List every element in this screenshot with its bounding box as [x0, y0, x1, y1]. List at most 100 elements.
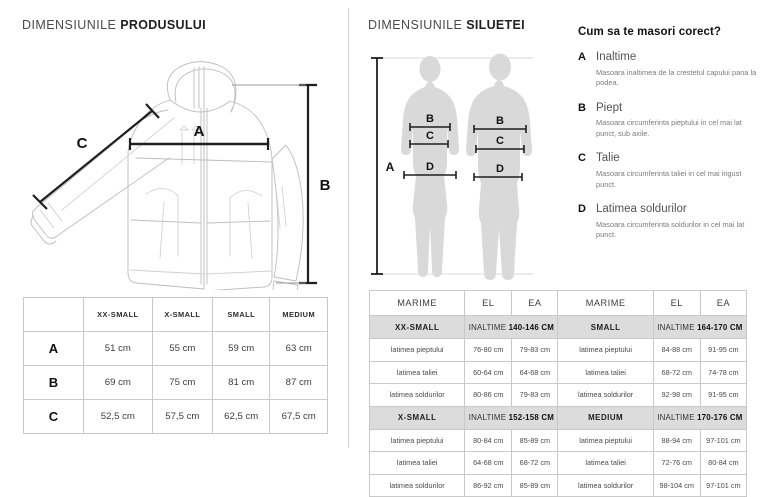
height-value-x-small: 152-158 CM — [508, 413, 554, 422]
hips-ea-small: 91-95 cm — [699, 383, 748, 407]
measure-label-waist-medium: latimea taliei — [557, 451, 654, 475]
column-header-medium: MEDIUM — [269, 297, 328, 332]
measure-label-hips-x-small: latimea soldurilor — [368, 473, 466, 497]
cell-c-xx-small: 52,5 cm — [83, 399, 153, 434]
cell-a-small: 59 cm — [212, 331, 271, 366]
waist-ea-x-small: 68-72 cm — [511, 451, 559, 475]
size-col-header-el-left: EL — [464, 290, 513, 316]
female-label-waist: C — [426, 130, 434, 142]
table-corner-cell — [23, 297, 84, 332]
cell-c-small: 62,5 cm — [212, 399, 271, 434]
size-col-header-el-right: EL — [652, 290, 701, 316]
cell-c-medium: 67,5 cm — [269, 399, 328, 434]
row-label-b: B — [23, 365, 84, 400]
hips-el-small: 92-98 cm — [652, 383, 701, 407]
chest-el-x-small: 80-84 cm — [464, 428, 513, 452]
size-chart-page: DIMENSIUNILE PRODUSULUI — [22, 8, 758, 497]
silhouette-panel-title: DIMENSIUNILE SILUETEI — [368, 18, 525, 32]
how-to-name-c: Talie — [596, 152, 620, 165]
size-col-header-marime-right: MARIME — [557, 290, 654, 316]
size-table-row: latimea taliei 60-64 cm 64-68 cm latimea… — [368, 360, 748, 384]
waist-ea-xx-small: 64-68 cm — [511, 360, 559, 384]
male-label-chest: B — [496, 115, 504, 127]
how-to-letter-a: A — [578, 51, 586, 63]
size-table-row: latimea soldurilor 86-92 cm 85-89 cm lat… — [368, 473, 748, 497]
table-row: B 69 cm 75 cm 81 cm 87 cm — [23, 365, 328, 400]
hips-ea-xx-small: 79-83 cm — [511, 383, 559, 407]
height-value-xx-small: 140-146 CM — [508, 322, 554, 332]
row-label-a: A — [23, 331, 84, 366]
cell-b-x-small: 75 cm — [151, 365, 214, 400]
height-label-pre-x-small: INALTIME — [468, 413, 509, 422]
size-band-medium: MEDIUM — [557, 405, 654, 430]
table-row: C 52,5 cm 57,5 cm 62,5 cm 67,5 cm — [23, 399, 328, 434]
silhouette-panel-title-strong: SILUETEI — [466, 18, 525, 32]
cell-b-xx-small: 69 cm — [83, 365, 153, 400]
waist-ea-small: 74-78 cm — [699, 360, 748, 384]
how-to-name-a: Inaltime — [596, 51, 637, 63]
size-table-row: latimea taliei 64-68 cm 68-72 cm latimea… — [368, 451, 748, 475]
waist-ea-medium: 80-84 cm — [699, 451, 748, 475]
jacket-illustration: A B C — [30, 61, 331, 290]
female-silhouette — [401, 56, 459, 277]
hips-ea-x-small: 85-89 cm — [511, 473, 559, 497]
height-value-medium: 170-176 CM — [697, 413, 743, 422]
height-label-pre-medium: INALTIME — [657, 413, 698, 422]
how-to-name-d: Latimea soldurilor — [596, 203, 687, 216]
size-band-height-small: INALTIME 164-170 CM — [652, 315, 748, 339]
hips-el-xx-small: 80-86 cm — [464, 383, 513, 407]
how-to-measure-block: Cum sa te masori corect? A Inaltime Maso… — [578, 26, 758, 254]
chest-el-xx-small: 76-80 cm — [464, 338, 513, 362]
measure-label-chest-x-small: latimea pieptului — [368, 428, 466, 452]
jacket-label-c: C — [77, 135, 88, 152]
cell-a-xx-small: 51 cm — [83, 331, 153, 366]
male-label-waist: C — [496, 135, 504, 147]
size-col-header-marime-left: MARIME — [368, 290, 466, 316]
height-label-pre-small: INALTIME — [657, 322, 698, 332]
how-to-item-d: D Latimea soldurilor Masoara circumferin… — [578, 203, 758, 241]
size-band-height-x-small: INALTIME 152-158 CM — [464, 405, 559, 430]
measure-label-waist-small: latimea taliei — [557, 360, 654, 384]
how-to-desc-c: Masoara circumferinta taliei in cel mai … — [596, 168, 742, 189]
measure-label-hips-medium: latimea soldurilor — [557, 473, 654, 497]
product-measurements-table: XX-SMALL X-SMALL SMALL MEDIUM A 51 cm 55… — [23, 297, 328, 434]
female-label-chest: B — [426, 113, 434, 125]
how-to-item-a: A Inaltime Masoara inaltimea de la crest… — [578, 51, 758, 89]
chest-ea-xx-small: 79-83 cm — [511, 338, 559, 362]
size-band-x-small: X-SMALL — [368, 405, 466, 430]
cell-b-medium: 87 cm — [269, 365, 328, 400]
how-to-measure-title: Cum sa te masori corect? — [578, 26, 722, 38]
silhouette-label-height: A — [386, 160, 395, 174]
chest-el-small: 84-88 cm — [652, 338, 701, 362]
cell-a-medium: 63 cm — [269, 331, 328, 366]
how-to-desc-b: Masoara circumferinta pieptului in cel m… — [596, 118, 742, 138]
size-col-header-ea-right: EA — [699, 290, 748, 316]
row-label-c: C — [23, 399, 84, 434]
hips-el-x-small: 86-92 cm — [464, 473, 513, 497]
cell-c-x-small: 57,5 cm — [151, 399, 214, 434]
waist-el-xx-small: 60-64 cm — [464, 360, 513, 384]
measure-label-hips-small: latimea soldurilor — [557, 383, 654, 407]
cell-b-small: 81 cm — [212, 365, 271, 400]
how-to-desc-d: Masoara circumferinta soldurilor in cel … — [596, 219, 745, 240]
jacket-label-a: A — [194, 123, 205, 140]
silhouette-panel-title-pre: DIMENSIUNILE — [368, 18, 467, 32]
measure-label-chest-medium: latimea pieptului — [557, 428, 654, 452]
size-table-row: latimea pieptului 80-84 cm 85-89 cm lati… — [368, 428, 748, 452]
measure-label-waist-xx-small: latimea taliei — [368, 360, 466, 384]
table-row: A 51 cm 55 cm 59 cm 63 cm — [23, 331, 328, 366]
size-band-xx-small: XX-SMALL — [368, 315, 466, 339]
size-col-header-ea-left: EA — [511, 290, 559, 316]
chest-el-medium: 88-94 cm — [652, 428, 701, 452]
size-table-row: latimea soldurilor 80-86 cm 79-83 cm lat… — [368, 383, 748, 407]
chest-ea-x-small: 85-89 cm — [511, 428, 559, 452]
product-panel-title: DIMENSIUNILE PRODUSULUI — [22, 18, 206, 32]
how-to-desc-a: Masoara inaltimea de la crestetul capulu… — [596, 67, 757, 88]
female-label-hips: D — [426, 161, 434, 173]
size-band-row: X-SMALL INALTIME 152-158 CM MEDIUM INALT… — [368, 405, 748, 430]
panel-divider — [348, 8, 349, 448]
waist-el-x-small: 64-68 cm — [464, 451, 513, 475]
measure-label-chest-xx-small: latimea pieptului — [368, 338, 466, 362]
product-panel-title-pre: DIMENSIUNILE — [22, 18, 121, 32]
column-header-x-small: X-SMALL — [151, 297, 214, 332]
